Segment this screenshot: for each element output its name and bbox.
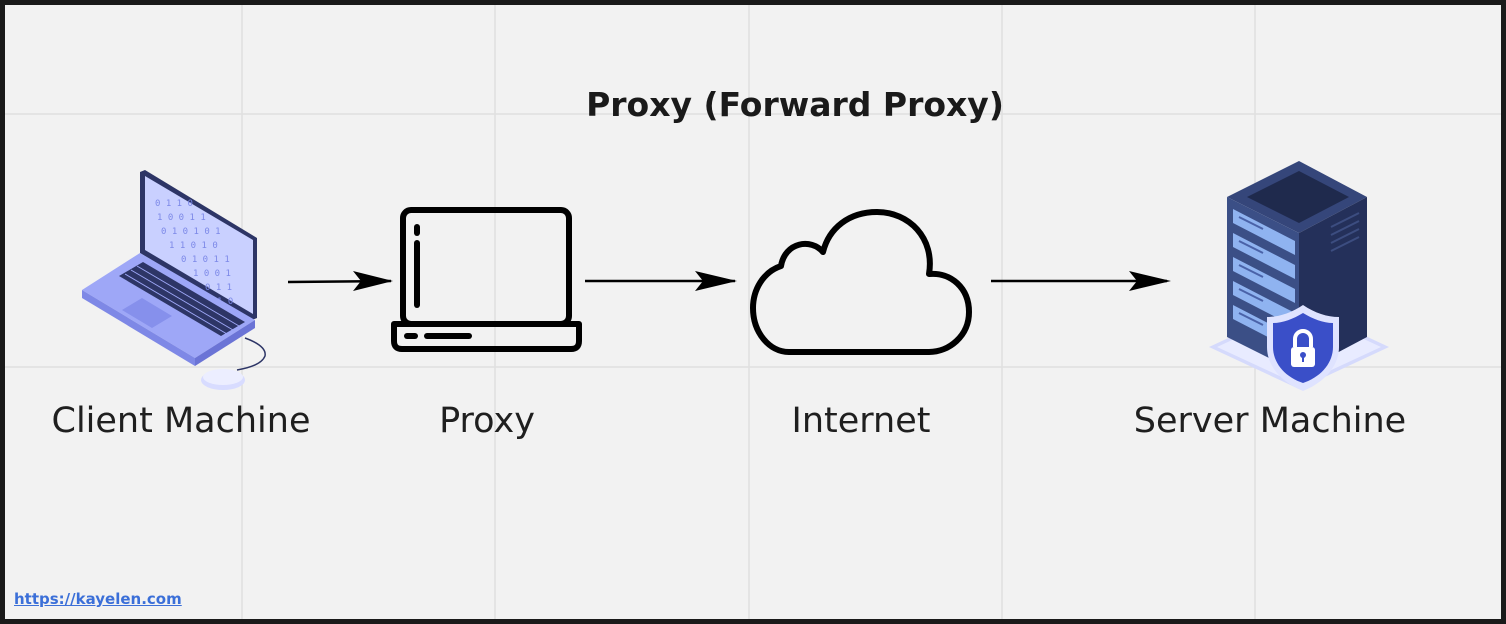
svg-text:0 1 0 1 1: 0 1 0 1 1 (181, 255, 230, 265)
svg-text:1 0: 1 0 (217, 297, 233, 307)
arrow-client-to-proxy (287, 271, 393, 291)
svg-text:0 1 1: 0 1 1 (205, 283, 232, 293)
node-label-internet: Internet (791, 401, 931, 441)
laptop-icon: 0 1 1 0 1 0 0 1 1 0 1 0 1 0 1 1 1 0 1 0 0 … (82, 170, 266, 390)
diagram-title: Proxy (Forward Proxy) (586, 85, 1004, 124)
svg-text:1 0 0 1: 1 0 0 1 (193, 269, 231, 279)
node-label-server-machine: Server Machine (1133, 401, 1407, 441)
svg-text:0 1 1 0: 0 1 1 0 (155, 199, 193, 209)
svg-text:1 1 0 1 0: 1 1 0 1 0 (169, 241, 218, 251)
arrow-internet-to-server (991, 271, 1171, 291)
svg-text:0 1 0 1 0 1: 0 1 0 1 0 1 (161, 227, 221, 237)
proxy-laptop-icon (391, 207, 582, 352)
arrow-proxy-to-internet (585, 271, 737, 291)
node-label-client-machine: Client Machine (51, 401, 311, 441)
cloud-icon (750, 209, 972, 355)
svg-text:1 0 0 1 1: 1 0 0 1 1 (157, 213, 206, 223)
server-icon (1209, 161, 1389, 391)
node-label-proxy: Proxy (439, 401, 535, 441)
website-link[interactable]: https://kayelen.com (14, 590, 182, 608)
connectors (287, 271, 1171, 291)
